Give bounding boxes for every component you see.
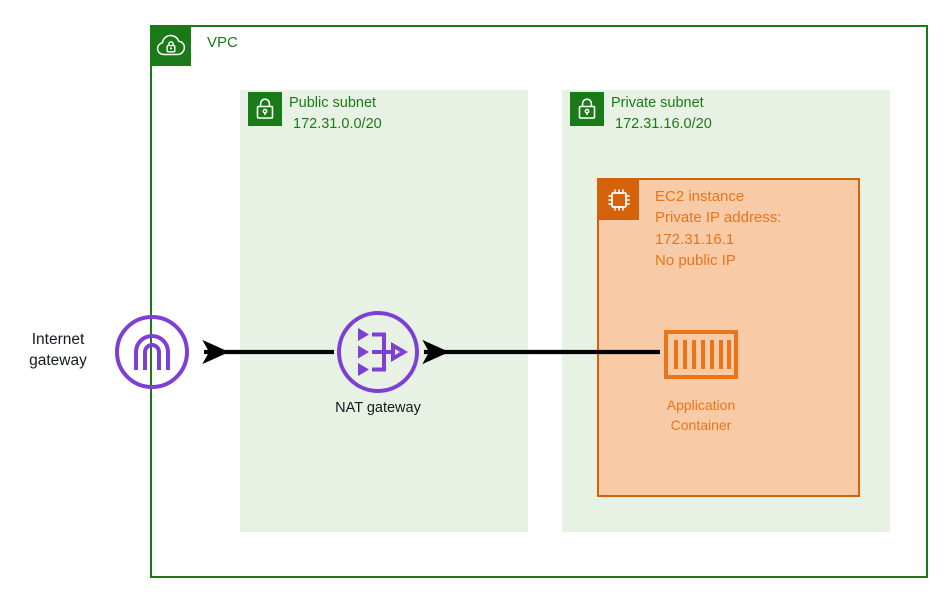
- vpc-boundary: [150, 25, 928, 578]
- nat-gateway-label: NAT gateway: [335, 400, 421, 416]
- public-subnet-name: Public subnet: [289, 95, 377, 111]
- nat-gateway-icon: [336, 310, 420, 394]
- private-subnet-cidr: 172.31.16.0/20: [615, 116, 712, 133]
- public-subnet-label: Public subnet 172.31.0.0/20: [289, 93, 382, 135]
- public-subnet-cidr: 172.31.0.0/20: [293, 116, 382, 133]
- igw-label-line1: Internet: [31, 331, 85, 348]
- ec2-instance-box: [597, 178, 860, 497]
- cpu-chip-icon: [599, 180, 639, 220]
- vpc-label: VPC: [207, 34, 238, 51]
- container-label-line1: Application: [666, 397, 736, 413]
- internet-gateway-label: Internet gateway: [10, 330, 106, 372]
- ec2-line-title: EC2 instance: [655, 188, 745, 205]
- lock-icon: [248, 92, 282, 126]
- internet-gateway-icon: [114, 314, 190, 390]
- ec2-line-private-ip-value: 172.31.16.1: [655, 230, 735, 248]
- application-container-label: Application Container: [627, 396, 775, 435]
- private-subnet-label: Private subnet 172.31.16.0/20: [611, 93, 712, 135]
- container-label-line2: Container: [670, 416, 732, 433]
- public-subnet-container: [240, 90, 528, 532]
- container-icon: [664, 330, 738, 379]
- igw-label-line2: gateway: [29, 351, 87, 369]
- private-subnet-name: Private subnet: [611, 95, 704, 111]
- ec2-instance-details: EC2 instance Private IP address: 172.31.…: [655, 186, 781, 271]
- ec2-line-private-ip-label: Private IP address:: [655, 209, 782, 227]
- ec2-line-no-public-ip: No public IP: [655, 251, 736, 269]
- cloud-lock-icon: [150, 25, 191, 66]
- lock-icon: [570, 92, 604, 126]
